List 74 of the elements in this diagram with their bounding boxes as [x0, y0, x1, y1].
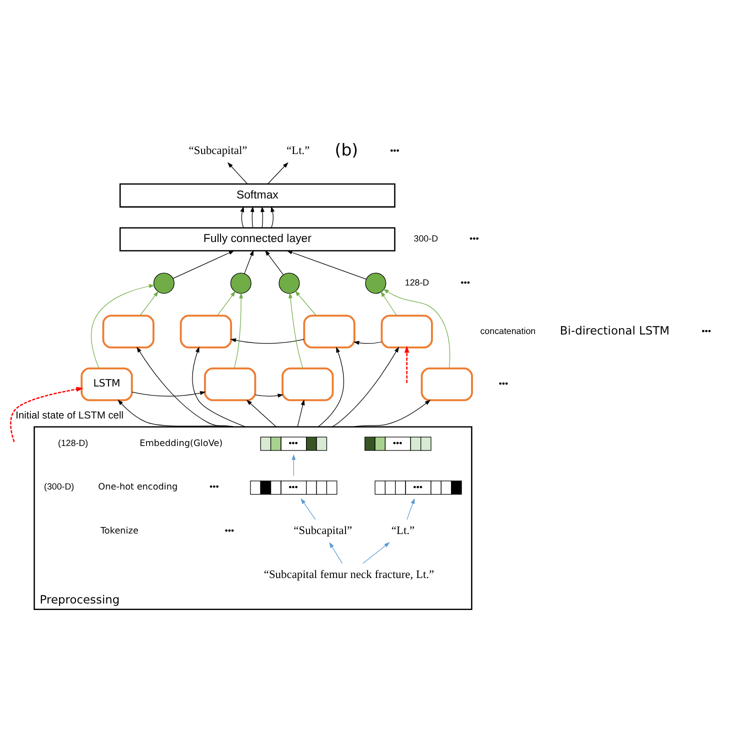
- arrow: [294, 290, 316, 316]
- label: •••: [460, 277, 470, 288]
- arrow: [172, 250, 235, 278]
- arrow: [383, 288, 450, 368]
- arrow: [352, 399, 431, 427]
- arrow: [292, 454, 296, 476]
- arrow: [362, 542, 390, 564]
- node-text: “Subcapital”: [294, 524, 352, 536]
- arrow: [380, 290, 397, 316]
- arrow: [332, 346, 400, 427]
- arrow: [406, 498, 415, 520]
- arrow: [264, 250, 284, 275]
- arrow: [254, 393, 284, 398]
- node-box: [204, 366, 256, 401]
- node-circle: [230, 272, 252, 294]
- node-circle: [153, 272, 174, 294]
- node-box: Softmax: [119, 182, 396, 208]
- arrow: [329, 542, 343, 564]
- label: •••: [498, 378, 508, 388]
- label: (b): [334, 140, 358, 159]
- label: (300-D): [44, 481, 74, 492]
- node-text: “Lt.”: [286, 144, 310, 157]
- label: Embedding(GloVe): [140, 438, 223, 448]
- arrow: [318, 346, 344, 427]
- label: One-hot encoding: [98, 482, 178, 492]
- node-text: “Subcapital”: [188, 144, 248, 157]
- node-box: LSTM: [80, 366, 133, 401]
- node-box: [282, 366, 334, 401]
- arrow: [217, 290, 236, 316]
- arrow: [230, 338, 304, 344]
- arrow: [286, 250, 367, 279]
- arrow: [140, 290, 159, 316]
- arrow: [404, 345, 410, 382]
- arrow: [250, 206, 254, 228]
- node-text: “Lt.”: [391, 524, 415, 536]
- node-circle: [278, 272, 300, 294]
- label: •••: [390, 145, 400, 156]
- arrow: [234, 292, 244, 368]
- node-box: [420, 366, 473, 401]
- node-box: [102, 314, 154, 348]
- label: •••: [470, 233, 479, 244]
- label: Tokenize: [100, 526, 138, 536]
- node-box: [303, 314, 356, 348]
- arrow: [353, 340, 382, 344]
- arrow: [90, 284, 155, 368]
- arrow: [132, 390, 206, 396]
- label: 300-D: [414, 233, 438, 244]
- arrow: [136, 346, 235, 427]
- arrow: [267, 162, 288, 184]
- node-box: [380, 314, 433, 348]
- arrow: [288, 292, 304, 368]
- edge-label: Initial state of LSTM cell: [16, 410, 124, 422]
- arrow: [10, 386, 84, 442]
- label: concatenation: [480, 325, 536, 336]
- arrow: [300, 498, 316, 520]
- arrow: [260, 206, 265, 228]
- node-circle: [365, 272, 386, 294]
- label: Bi-directional LSTM: [560, 322, 670, 337]
- label: •••: [210, 481, 219, 492]
- node-box: Fully connected layer: [119, 226, 396, 251]
- arrow: [270, 206, 275, 228]
- arrow: [227, 162, 248, 184]
- arrow: [118, 399, 235, 427]
- label: 128-D: [404, 277, 430, 288]
- arrow: [246, 399, 277, 427]
- arrow: [244, 249, 254, 274]
- label: •••: [702, 325, 711, 336]
- label: (128-D): [58, 437, 88, 448]
- label: •••: [224, 525, 234, 536]
- arrow: [192, 346, 246, 427]
- node-text: “Subcapital femur neck fracture, Lt.”: [264, 568, 434, 580]
- node-box: [180, 314, 232, 348]
- arrow: [297, 398, 305, 427]
- arrow: [240, 206, 244, 228]
